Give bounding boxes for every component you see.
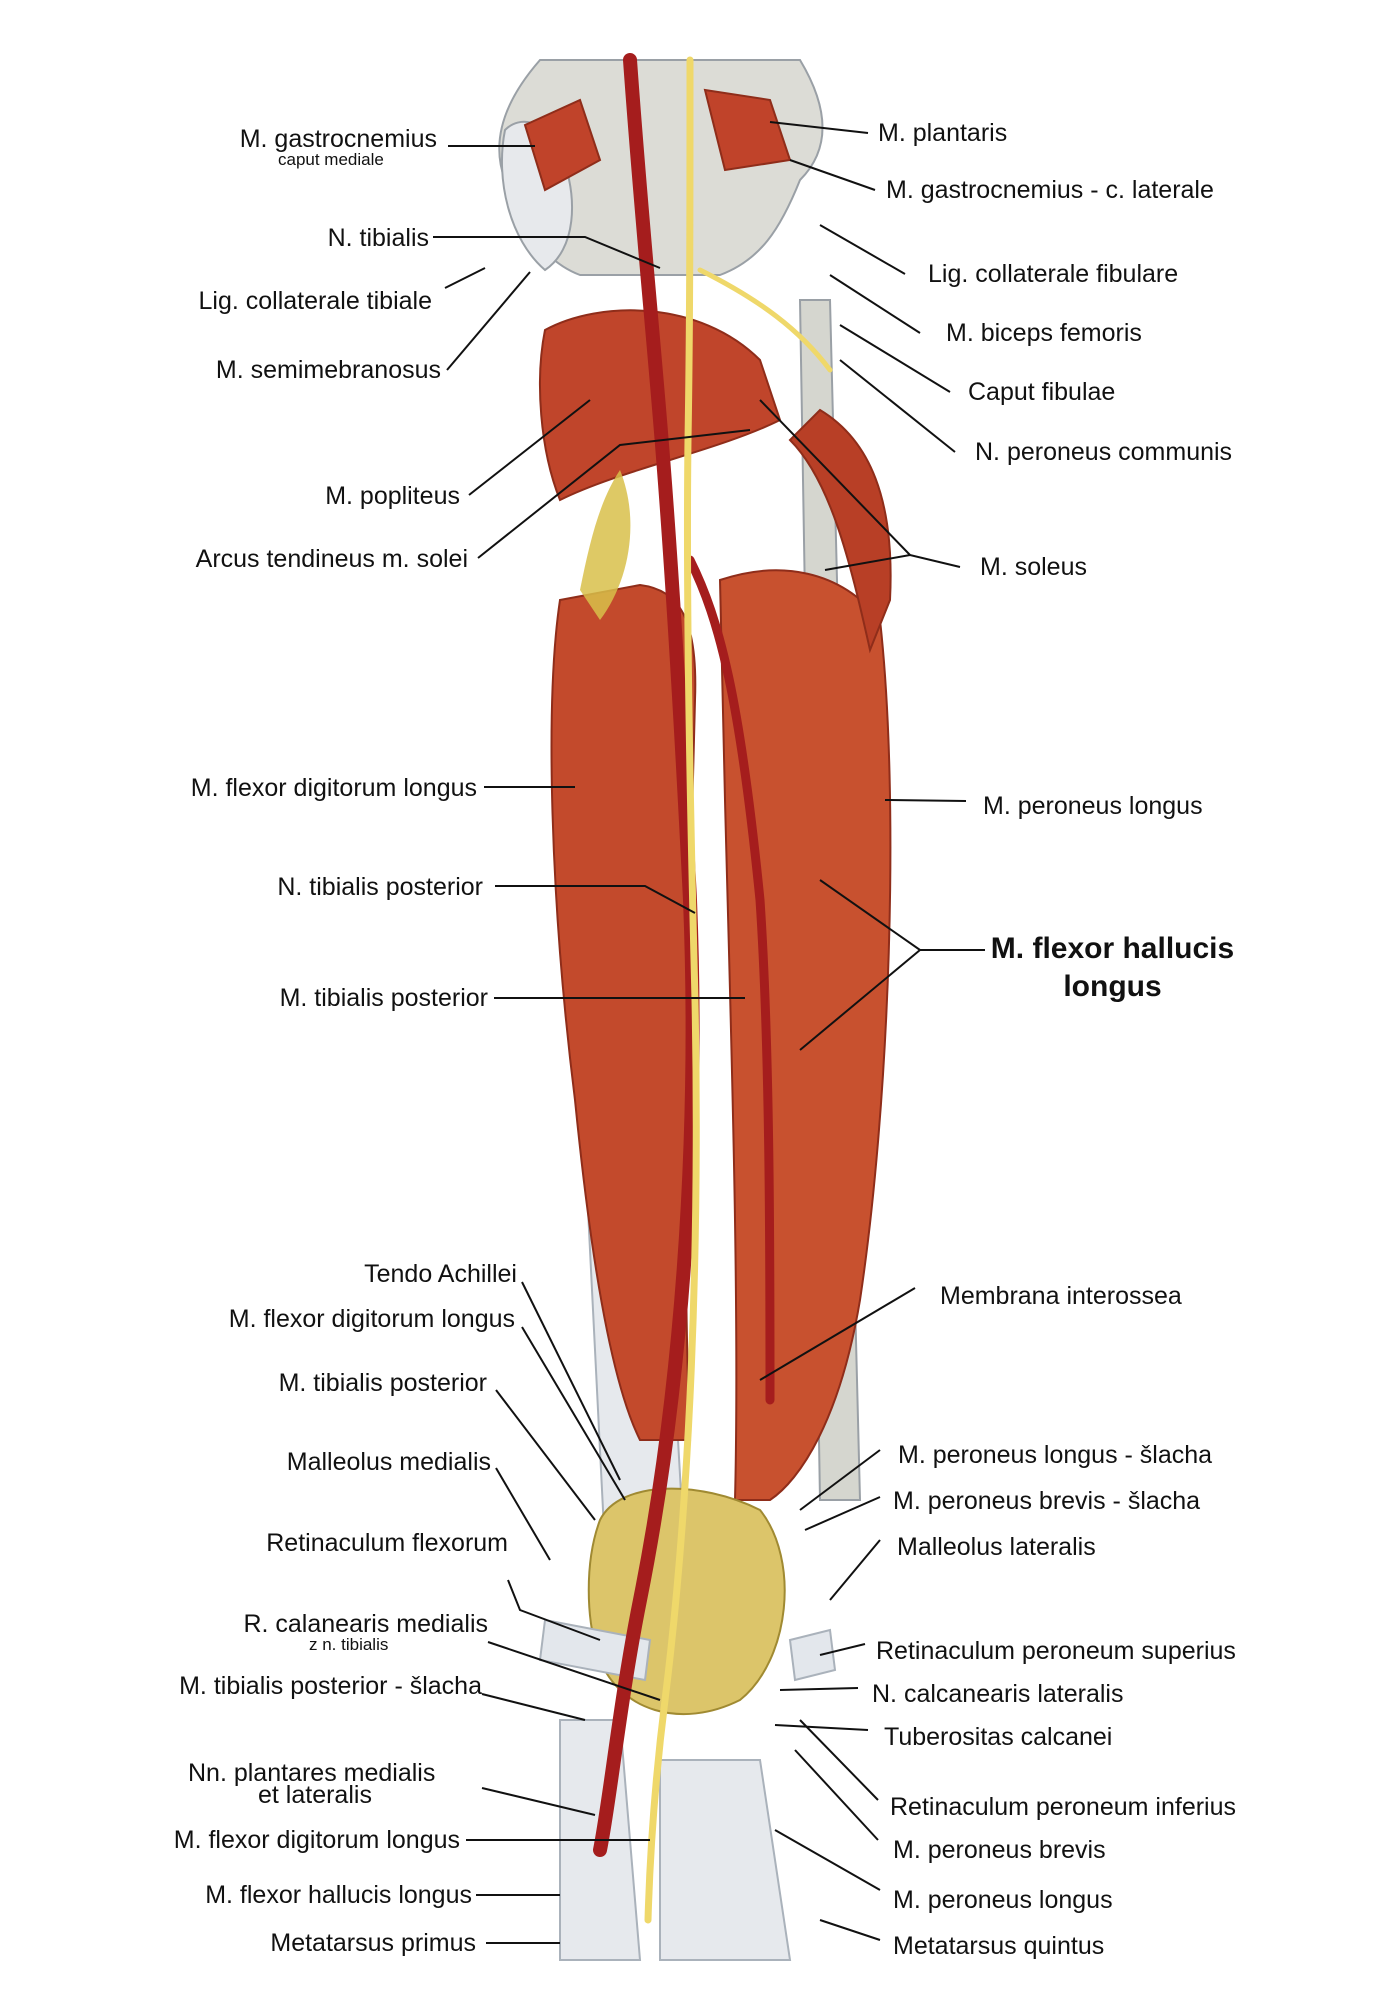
label-flexor-hallucis-longus-2: M. flexor hallucis longus <box>205 1881 472 1909</box>
nerve-tibialis <box>644 56 700 1924</box>
label-tuberositas-calcanei: Tuberositas calcanei <box>884 1723 1113 1751</box>
leader-line <box>769 121 869 134</box>
artery-peronea <box>685 555 775 1405</box>
leader-line <box>839 359 956 453</box>
label-semimebranosus: M. semimebranosus <box>215 356 441 384</box>
label-flexor-digitorum-longus-1: M. flexor digitorum longus <box>190 774 477 802</box>
leader-line <box>759 399 911 556</box>
leader-line <box>824 553 961 571</box>
label-lig-collaterale-tibiale: Lig. collaterale tibiale <box>198 287 432 315</box>
leader-line <box>789 159 876 191</box>
leader-line <box>468 399 591 496</box>
leader-line <box>794 1749 879 1841</box>
label-metatarsus-primus: Metatarsus primus <box>270 1929 476 1957</box>
label-retinaculum-flexorum: Retinaculum flexorum <box>266 1529 508 1557</box>
label-gastrocnemius-laterale: M. gastrocnemius - c. laterale <box>886 176 1214 204</box>
leader-line <box>884 799 967 802</box>
label-gastrocnemius-mediale: M. gastrocnemius <box>239 125 437 153</box>
label-caput-fibulae: Caput fibulae <box>968 378 1116 406</box>
label-metatarsus-quintus: Metatarsus quintus <box>893 1932 1105 1960</box>
label-peroneus-longus-2: M. peroneus longus <box>893 1886 1113 1914</box>
leader-line <box>759 1287 916 1381</box>
label-soleus: M. soleus <box>980 553 1087 581</box>
leader-line <box>521 1326 626 1501</box>
leader-line <box>507 1579 601 1641</box>
label-plantaris: M. plantaris <box>878 119 1008 147</box>
label-n-tibialis-posterior: N. tibialis posterior <box>277 873 483 901</box>
leader-line <box>799 949 921 1051</box>
retinaculum-peroneum-band <box>788 1628 837 1682</box>
leader-line <box>446 271 531 371</box>
leader-line <box>829 274 921 334</box>
leader-line <box>433 236 661 269</box>
leader-line <box>495 885 696 914</box>
label-r-calanearis-medialis: R. calanearis medialis <box>243 1610 488 1638</box>
fat-tissue <box>580 470 631 620</box>
plantar-tendons-lateral <box>659 1759 792 1961</box>
label-flexor-digitorum-longus-2: M. flexor digitorum longus <box>228 1305 515 1333</box>
leader-line <box>477 429 751 559</box>
label-tibialis-posterior-slacha: M. tibialis posterior - šlacha <box>179 1672 482 1700</box>
calcaneus <box>587 1487 786 1715</box>
label-m-tibialis-posterior: M. tibialis posterior <box>279 984 488 1012</box>
leader-line <box>799 1719 879 1801</box>
label-retinaculum-peroneum-superius: Retinaculum peroneum superius <box>876 1637 1236 1665</box>
label-peroneus-brevis: M. peroneus brevis <box>893 1836 1106 1864</box>
label-peroneus-brevis-slacha: M. peroneus brevis - šlacha <box>893 1487 1201 1515</box>
leader-line <box>774 1724 869 1731</box>
leader-line <box>495 1467 551 1561</box>
label-lig-collaterale-fibulare: Lig. collaterale fibulare <box>928 260 1179 288</box>
leader-line <box>487 1641 661 1701</box>
leader-line <box>774 1829 881 1891</box>
leader-line <box>481 1693 586 1721</box>
muscle-gastrocnemius-mediale <box>523 98 602 192</box>
label-malleolus-lateralis: Malleolus lateralis <box>897 1533 1096 1561</box>
label-retinaculum-peroneum-inferius: Retinaculum peroneum inferius <box>890 1793 1237 1821</box>
leader-line <box>819 224 906 275</box>
label-flexor-hallucis-longus-line1: M. flexor hallucis <box>990 932 1235 965</box>
label-flexor-hallucis-longus: M. flexor hallucis longus <box>985 930 1240 1005</box>
leader-line <box>521 1281 621 1481</box>
label-biceps-femoris: M. biceps femoris <box>946 319 1142 347</box>
label-n-peroneus-communis: N. peroneus communis <box>975 438 1233 466</box>
leader-line <box>804 1496 881 1531</box>
leader-line <box>481 1787 596 1816</box>
leader-line <box>444 267 486 289</box>
label-nn-plantares-2: et lateralis <box>258 1781 372 1809</box>
muscle-flexor-hallucis-longus <box>718 569 892 1501</box>
leader-line <box>829 1539 881 1601</box>
leader-line <box>799 1449 881 1511</box>
illustration <box>498 53 892 1961</box>
label-arcus-tendineus: Arcus tendineus m. solei <box>195 545 468 573</box>
label-n-calcanearis-lateralis: N. calcanearis lateralis <box>872 1680 1124 1708</box>
label-tendo-achillei: Tendo Achillei <box>364 1260 517 1288</box>
label-membrana-interossea: Membrana interossea <box>940 1282 1182 1310</box>
leader-line <box>779 1687 859 1691</box>
label-flexor-digitorum-longus-3: M. flexor digitorum longus <box>173 1826 460 1854</box>
label-gastrocnemius-mediale-sub: caput mediale <box>278 150 384 169</box>
leader-line <box>495 1389 596 1521</box>
label-malleolus-medialis: Malleolus medialis <box>286 1448 491 1476</box>
label-peroneus-longus-slacha: M. peroneus longus - šlacha <box>898 1441 1213 1469</box>
label-popliteus: M. popliteus <box>325 482 460 510</box>
label-m-tibialis-posterior-2: M. tibialis posterior <box>278 1369 487 1397</box>
label-r-calanearis-medialis-sub: z n. tibialis <box>309 1635 389 1654</box>
muscle-soleus <box>788 408 892 654</box>
leader-line <box>819 1919 881 1941</box>
nerve-peroneus-communis <box>697 267 833 373</box>
label-nn-plantares-1: Nn. plantares medialis <box>188 1759 436 1787</box>
leader-lines <box>433 121 985 1944</box>
leader-line <box>839 324 951 393</box>
leader-line <box>819 1643 866 1656</box>
label-n-tibialis: N. tibialis <box>327 224 429 252</box>
label-peroneus-longus: M. peroneus longus <box>983 792 1203 820</box>
label-flexor-hallucis-longus-line2: longus <box>1063 969 1162 1003</box>
